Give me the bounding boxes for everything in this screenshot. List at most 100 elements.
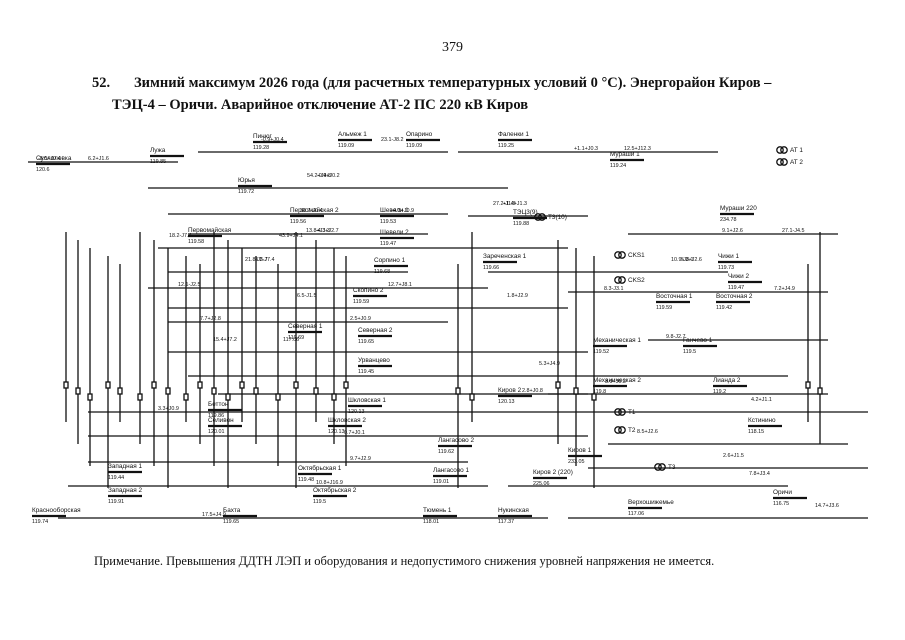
substation-name: Первомайская 2: [290, 206, 339, 214]
substation-name: Шевели 2: [380, 229, 409, 236]
switch-mark: [225, 393, 231, 401]
substation-name: Лужа: [150, 147, 166, 154]
switch-mark: [197, 381, 203, 389]
substation-name: Юрья: [238, 177, 255, 184]
equipment-label: Т1: [628, 409, 636, 416]
substation-voltage: 119.85: [150, 159, 166, 165]
substation-name: Фаленки 1: [498, 131, 529, 138]
flow-value: 23.1-J8.2: [381, 137, 403, 143]
substation-name: Пинюг: [253, 133, 272, 140]
flow-value: +1.4+J1.3: [503, 201, 527, 207]
flow-value: 6.2+J1.6: [88, 156, 109, 162]
substation-voltage: 119.59: [353, 299, 369, 305]
flow-value: 5.3+J2.6: [681, 257, 702, 263]
flow-value: 8.3-J3.1: [604, 286, 623, 292]
flow-value: 0.7+J0.1: [344, 430, 365, 436]
substation-voltage: 119.56: [290, 219, 306, 225]
footnote: Примечание. Превышения ДДТН ЛЭП и оборуд…: [94, 554, 715, 568]
flow-value: 2.5+J0.9: [350, 316, 371, 322]
flow-value: 5.3+J4.9: [539, 361, 560, 367]
switch-mark: [211, 387, 217, 395]
network-labels: Суслоловка120.6Лужа119.85Пинюг119.28Альм…: [32, 131, 839, 525]
substation-name: Опарино: [406, 131, 433, 138]
substation-voltage: 119.44: [108, 475, 124, 481]
substation-name: Механическая 1: [593, 337, 641, 344]
substation-voltage: 119.52: [593, 349, 609, 355]
substation-voltage: 119.42: [716, 305, 732, 311]
substation-voltage: 119.28: [253, 145, 269, 151]
flow-value: 14.7+J3.6: [815, 503, 839, 509]
switch-mark: [117, 387, 123, 395]
transformer-winding: [614, 426, 622, 434]
page-number: 379: [442, 40, 463, 55]
flow-value: 15.4+J7.2: [213, 337, 237, 343]
flow-value: 10.9-J8.1: [671, 257, 693, 263]
switch-mark: [63, 381, 69, 389]
flow-value: 12.5+J12.3: [624, 146, 651, 152]
flow-value: 4.2+J1.1: [751, 397, 772, 403]
flow-value: 2.8+J0.8: [522, 388, 543, 394]
switch-mark: [331, 393, 337, 401]
network-lines: [28, 146, 868, 519]
substation-name: Шкловская 2: [328, 417, 366, 424]
substation-voltage: 119.68: [374, 269, 390, 275]
equipment-label: AT 2: [790, 159, 803, 166]
equipment-label: Т2: [628, 427, 636, 434]
substation-voltage: 116.75: [773, 501, 789, 507]
substation-voltage: 120.13: [498, 399, 515, 405]
substation-voltage: 117.37: [498, 519, 514, 525]
substation-name: Урванцево: [358, 357, 390, 364]
substation-name: Бахта: [223, 507, 241, 514]
network-buses: [32, 138, 807, 518]
transformer-winding: [780, 146, 788, 154]
substation-name: Беттон: [208, 401, 229, 408]
substation-voltage: 119.09: [406, 143, 422, 149]
flow-value: 8.2-J7.4: [255, 257, 274, 263]
flow-value: 7.8+J3.4: [749, 471, 770, 477]
substation-name: Суслоловка: [36, 155, 72, 162]
flow-value: -0.4+J0.2: [317, 173, 340, 179]
substation-voltage: 119.8: [593, 389, 606, 395]
transformer-winding: [618, 426, 626, 434]
switch-mark: [183, 393, 189, 401]
substation-voltage: 119.91: [108, 499, 124, 505]
substation-voltage: 119.69: [288, 335, 304, 341]
substation-name: Селивон: [208, 417, 234, 424]
equipment-label: T3(10): [548, 214, 567, 221]
flow-value: 27.1-J4.5: [782, 228, 804, 234]
switch-mark: [555, 381, 561, 389]
flow-value: 21.8-J5.7: [245, 257, 267, 263]
flow-value: 6.5-J1.5: [297, 293, 316, 299]
substation-voltage: 119.88: [513, 221, 529, 227]
flow-value: 9.1+J2.6: [722, 228, 743, 234]
substation-voltage: 119.5: [683, 349, 696, 355]
substation-name: Верхошижемье: [628, 499, 674, 506]
switch-mark: [573, 387, 579, 395]
equipment-label: AT 1: [790, 147, 803, 154]
substation-name: Мураши 1: [610, 151, 640, 158]
flow-value: 12.1-J2.5: [178, 282, 200, 288]
flow-value: 9.7+J2.9: [350, 456, 371, 462]
substation-name: Октябрьская 1: [298, 464, 342, 472]
substation-voltage: 119.73: [718, 265, 734, 271]
flow-value: +1.1+J0.3: [574, 146, 598, 152]
switch-mark: [293, 381, 299, 389]
substation-name: Лианда 2: [713, 377, 741, 384]
switch-mark: [343, 381, 349, 389]
switch-mark: [75, 387, 81, 395]
flow-value: -0.9+J0.4: [261, 137, 284, 143]
substation-voltage: 120.13: [328, 429, 345, 435]
substation-voltage: 120.01: [208, 429, 225, 435]
substation-name: Чижи 1: [718, 253, 739, 260]
switch-mark: [87, 393, 93, 401]
substation-voltage: 119.65: [358, 339, 374, 345]
switch-mark: [137, 393, 143, 401]
heading-line-1: Зимний максимум 2026 года (для расчетных…: [134, 75, 772, 91]
substation-name: Северная 2: [358, 327, 393, 334]
flow-value: 8.5+J2.6: [637, 429, 658, 435]
flow-value: 117.06: [283, 337, 299, 343]
substation-name: Западная 2: [108, 487, 142, 494]
transformer-winding: [654, 463, 662, 471]
flow-value: 3.0+J0.3: [605, 379, 626, 385]
